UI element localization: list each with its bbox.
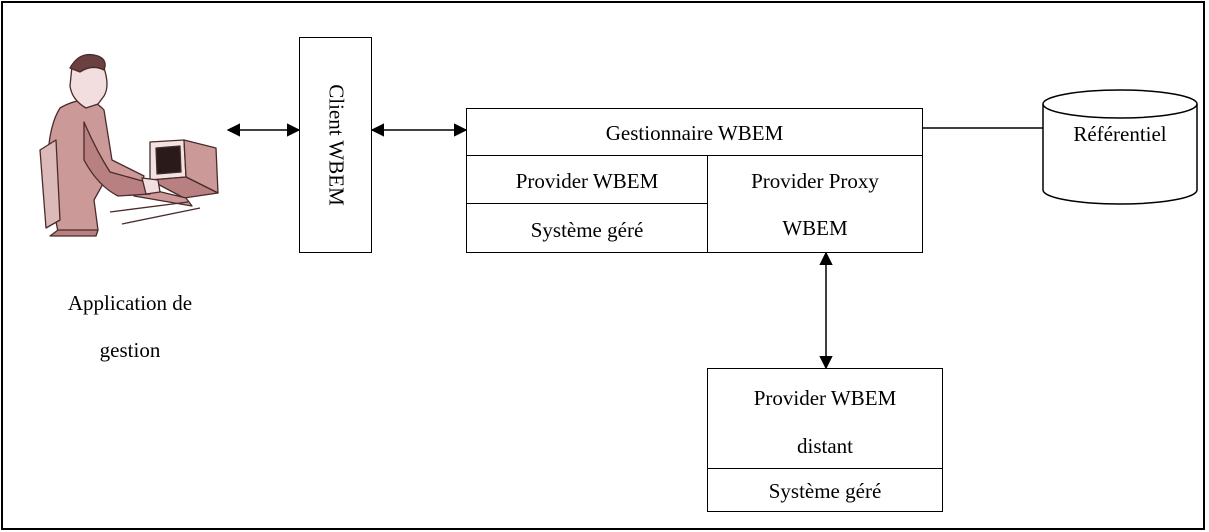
client-wbem-label: Client WBEM bbox=[324, 84, 348, 206]
remote-managed-system-label: Système géré bbox=[768, 479, 882, 503]
repository-label: Référentiel bbox=[1073, 122, 1167, 146]
remote-managed-system-box: Système géré bbox=[707, 468, 943, 512]
provider-proxy-box: Provider Proxy WBEM bbox=[707, 155, 923, 253]
provider-wbem-box: Provider WBEM bbox=[466, 155, 708, 204]
provider-wbem-label: Provider WBEM bbox=[515, 169, 659, 193]
user-label-line1: Application de bbox=[67, 291, 193, 315]
manager-title: Gestionnaire WBEM bbox=[605, 121, 784, 145]
provider-proxy-line2: WBEM bbox=[782, 216, 848, 240]
provider-proxy-line1: Provider Proxy bbox=[751, 169, 879, 193]
remote-provider-line2: distant bbox=[797, 434, 853, 458]
user-label-line2: gestion bbox=[99, 338, 161, 362]
database-cylinder-icon bbox=[1042, 89, 1198, 205]
client-wbem-box: Client WBEM bbox=[299, 37, 372, 253]
person-at-computer-icon bbox=[39, 53, 219, 237]
manager-title-box: Gestionnaire WBEM bbox=[466, 108, 923, 156]
remote-provider-line1: Provider WBEM bbox=[753, 386, 897, 410]
remote-provider-box: Provider WBEM distant bbox=[707, 368, 943, 469]
managed-system-label: Système géré bbox=[530, 218, 644, 242]
managed-system-box: Système géré bbox=[466, 203, 708, 253]
